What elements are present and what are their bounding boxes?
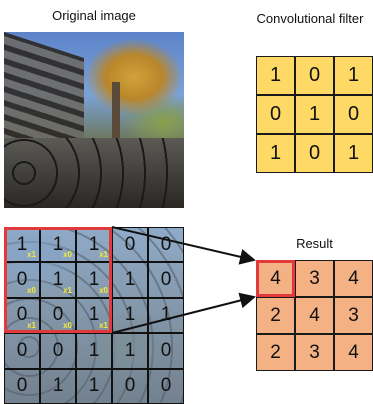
input-value: 1 — [52, 269, 64, 291]
result-cell: 4 — [256, 260, 295, 297]
result-cell: 2 — [256, 334, 295, 371]
weight-label: x1 — [99, 250, 108, 260]
bicycles-shape — [4, 138, 184, 208]
top-connector-arrow — [111, 226, 256, 265]
filter-cell: 0 — [295, 56, 334, 95]
input-value: 0 — [16, 339, 28, 361]
input-value: 0 — [16, 269, 28, 291]
input-cell: 0 — [4, 333, 40, 369]
input-value: 0 — [160, 233, 172, 255]
original-image — [4, 32, 184, 208]
filter-cell: 0 — [256, 95, 295, 134]
tree-trunk-shape — [112, 82, 120, 162]
input-value: 1 — [124, 304, 136, 326]
input-cell: 1 — [148, 297, 184, 334]
filter-cell: 0 — [334, 95, 373, 134]
input-cell: 1 — [112, 262, 148, 298]
input-value: 1 — [124, 339, 136, 361]
input-cell: 0 — [112, 227, 148, 263]
input-value: 1 — [52, 375, 64, 397]
input-cell: 1 — [112, 297, 148, 334]
input-value: 1 — [52, 233, 64, 255]
weight-label: x0 — [27, 285, 36, 295]
result-label: Result — [296, 236, 333, 251]
input-cell: 1 — [112, 333, 148, 369]
input-cell: 0 — [148, 262, 184, 298]
filter-cell: 1 — [295, 95, 334, 134]
weight-label: x1 — [27, 321, 36, 331]
filter-cell: 1 — [256, 56, 295, 95]
input-cell: 0 — [148, 368, 184, 404]
weight-label: x1 — [63, 285, 72, 295]
bottom-connector-arrow — [111, 292, 256, 334]
input-cell: 0 — [112, 368, 148, 404]
result-cell: 4 — [334, 260, 373, 297]
input-value: 1 — [88, 304, 100, 326]
weight-label: x1 — [27, 250, 36, 260]
weight-label: x0 — [63, 321, 72, 331]
result-cell: 2 — [256, 297, 295, 334]
original-image-label: Original image — [52, 8, 136, 23]
input-value: 0 — [124, 375, 136, 397]
input-cell: 0 — [40, 333, 76, 369]
result-grid: 4 3 4 2 4 3 2 3 4 — [256, 260, 373, 371]
input-value: 0 — [160, 375, 172, 397]
filter-cell: 1 — [334, 56, 373, 95]
input-cell: 0 — [148, 227, 184, 263]
weight-label: x1 — [99, 321, 108, 331]
weight-label: x0 — [99, 285, 108, 295]
result-cell: 3 — [295, 334, 334, 371]
input-value: 1 — [124, 269, 136, 291]
input-value: 0 — [124, 233, 136, 255]
result-cell: 4 — [334, 334, 373, 371]
input-value: 1 — [88, 375, 100, 397]
input-value: 0 — [160, 269, 172, 291]
input-value: 1 — [88, 339, 100, 361]
input-cell: 1 — [40, 368, 76, 404]
input-value: 0 — [16, 375, 28, 397]
input-cell: 0 — [148, 333, 184, 369]
filter-cell: 1 — [256, 134, 295, 173]
input-value: 0 — [52, 304, 64, 326]
input-value: 1 — [160, 304, 172, 326]
convolutional-filter-grid: 1 0 1 0 1 0 1 0 1 — [256, 56, 373, 173]
result-cell: 4 — [295, 297, 334, 334]
convolutional-filter-label: Convolutional filter — [256, 11, 364, 26]
result-cell: 3 — [295, 260, 334, 297]
result-cell: 3 — [334, 297, 373, 334]
input-value: 0 — [16, 304, 28, 326]
input-cell: 0 — [4, 368, 40, 404]
input-value: 1 — [16, 233, 28, 255]
input-value: 0 — [52, 339, 64, 361]
input-value: 1 — [88, 269, 100, 291]
input-value: 0 — [160, 339, 172, 361]
input-cell: 1 — [76, 368, 112, 404]
filter-cell: 0 — [295, 134, 334, 173]
input-cell: 1 — [76, 333, 112, 369]
input-value: 1 — [88, 233, 100, 255]
weight-label: x0 — [63, 250, 72, 260]
